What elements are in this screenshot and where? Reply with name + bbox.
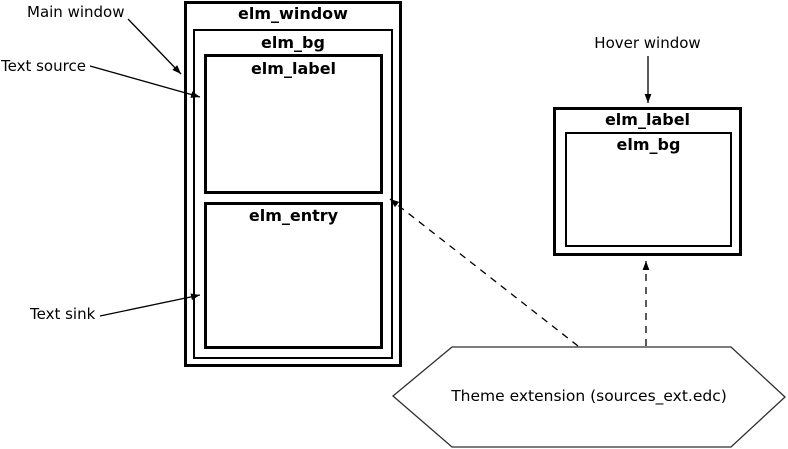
dashed-arrow-theme-to-entry bbox=[389, 198, 579, 347]
annotation-text-sink: Text sink bbox=[30, 305, 96, 323]
main-bg-box: elm_bg elm_label elm_entry bbox=[193, 29, 393, 359]
main-entry-title: elm_entry bbox=[248, 206, 339, 225]
hover-bg-title: elm_bg bbox=[616, 135, 681, 154]
main-entry-box: elm_entry bbox=[204, 202, 383, 349]
annotation-main-window: Main window bbox=[27, 3, 125, 21]
main-window-box: elm_window elm_bg elm_label elm_entry bbox=[184, 1, 402, 367]
hover-window-box: elm_label elm_bg bbox=[553, 107, 742, 256]
main-label-title: elm_label bbox=[250, 59, 337, 78]
hover-bg-box: elm_bg bbox=[565, 132, 732, 247]
main-label-box: elm_label bbox=[204, 54, 383, 194]
hover-window-outer-title: elm_label bbox=[604, 110, 691, 129]
main-window-title: elm_window bbox=[238, 4, 348, 23]
main-bg-title: elm_bg bbox=[261, 33, 325, 52]
arrow-main-window bbox=[127, 18, 182, 75]
annotation-hover-window: Hover window bbox=[594, 34, 701, 52]
annotation-text-source: Text source bbox=[1, 57, 86, 75]
theme-extension-label: Theme extension (sources_ext.edc) bbox=[451, 387, 727, 405]
